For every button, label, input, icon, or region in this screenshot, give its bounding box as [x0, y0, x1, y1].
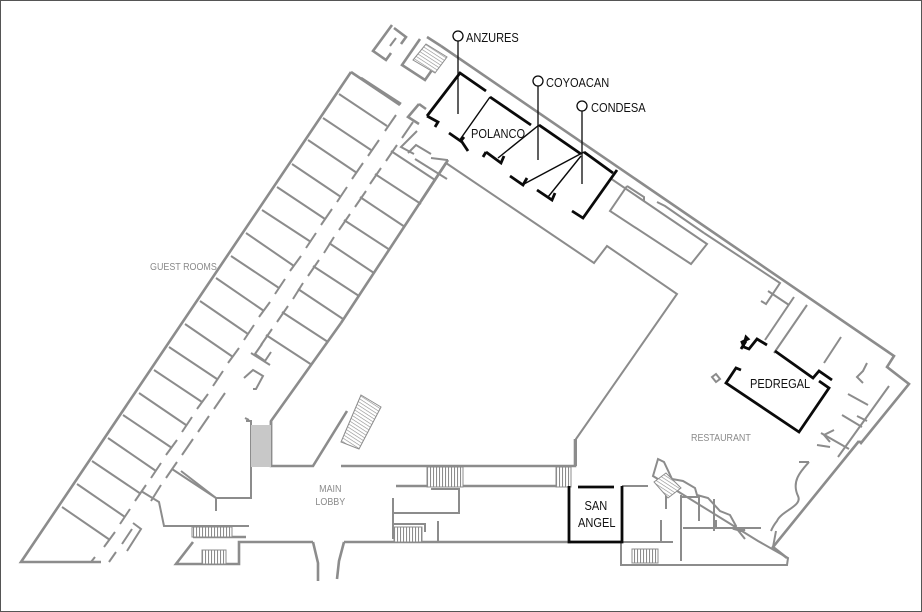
coyoacan-label[interactable]: COYOACAN	[546, 75, 610, 90]
stairs-san-angel-side	[555, 466, 572, 488]
stairs-south-1	[191, 526, 233, 538]
pin-condesa	[576, 100, 588, 184]
guest-rooms-wing	[18, 70, 450, 564]
guest-rooms-label: GUEST ROOMS	[150, 261, 217, 273]
main-lobby-label: MAIN LOBBY	[315, 483, 346, 509]
meeting-room-coyoacan[interactable]	[481, 123, 582, 166]
polanco-label[interactable]: POLANCO	[471, 126, 526, 141]
stairs-restaurant	[653, 472, 682, 499]
main-lobby-label-line1: MAIN	[319, 483, 342, 495]
stairs-south-2	[201, 549, 227, 565]
stairs-north	[412, 43, 448, 74]
meeting-room-pedregal[interactable]	[724, 334, 833, 434]
pin-coyoacan	[532, 75, 544, 160]
meeting-room-san-angel[interactable]	[567, 485, 624, 544]
pin-anzures	[452, 30, 464, 114]
north-corridor	[430, 44, 911, 466]
stairs-center-diagonal	[340, 394, 382, 450]
meeting-room-polanco[interactable]	[448, 95, 532, 152]
san-angel-label-line2: ANGEL	[578, 515, 616, 530]
main-lobby-label-line2: LOBBY	[315, 496, 346, 508]
san-angel-label-line1: SAN	[584, 498, 608, 513]
restaurant-wing	[620, 372, 868, 566]
san-angel-label[interactable]: SAN ANGEL	[578, 497, 616, 531]
anzures-label[interactable]: ANZURES	[466, 30, 519, 45]
stairs-restaurant-south	[631, 548, 659, 564]
meeting-room-condesa[interactable]	[509, 150, 614, 188]
pedregal-label[interactable]: PEDREGAL	[750, 376, 811, 391]
stairs-lobby-east	[426, 466, 464, 488]
meeting-room-anzures[interactable]	[425, 71, 487, 128]
lobby-area	[140, 162, 577, 581]
restaurant-label: RESTAURANT	[691, 432, 751, 444]
stairs-west	[251, 425, 271, 467]
stairs-south-3	[393, 526, 423, 543]
service-rooms-north	[360, 24, 442, 126]
condesa-label[interactable]: CONDESA	[591, 100, 646, 115]
meeting-room-condesa-east[interactable]	[536, 155, 619, 220]
